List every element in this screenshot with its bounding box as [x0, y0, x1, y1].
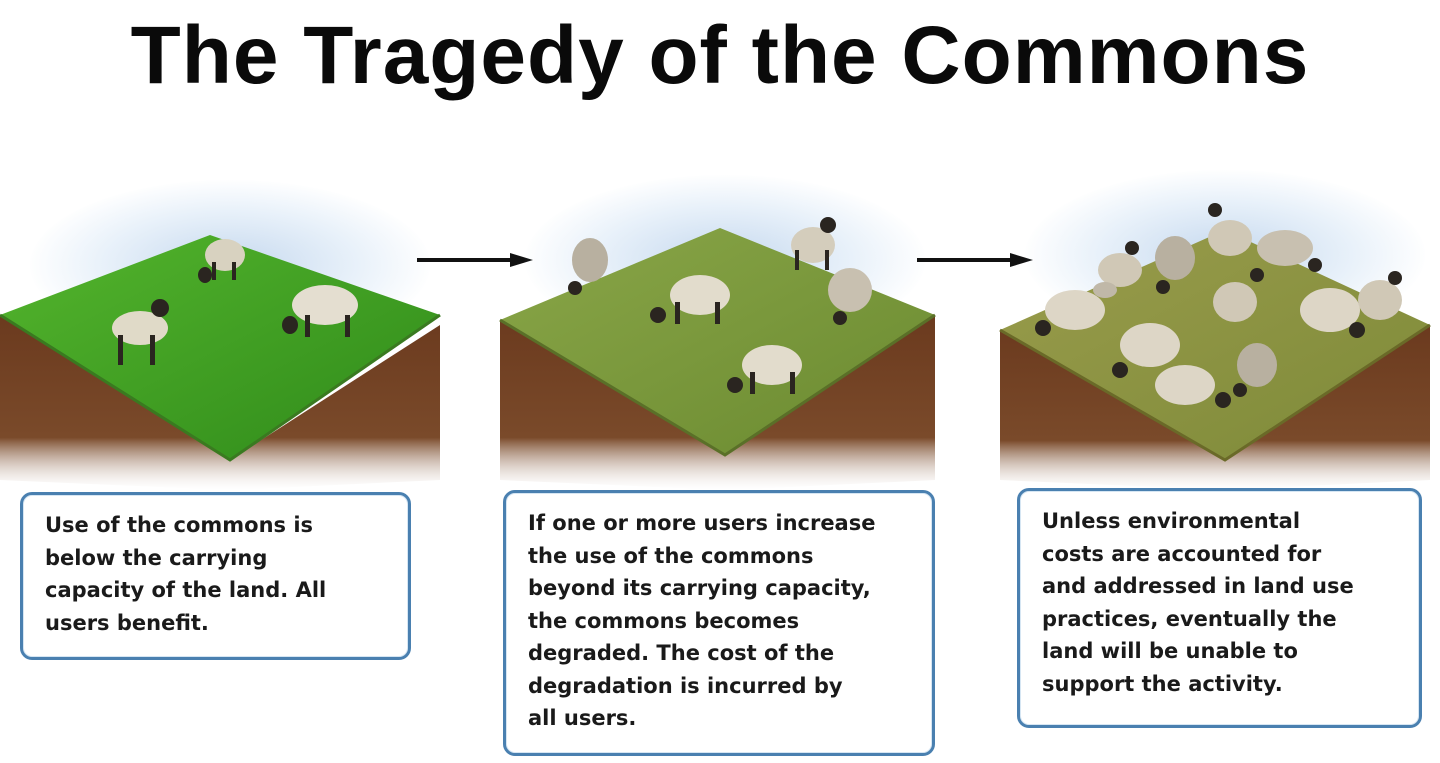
sheep-icon [282, 285, 358, 337]
caption-line: Use of the commons is [45, 513, 314, 537]
sheep-icon [112, 299, 169, 365]
caption-line: and addressed in land use [1042, 574, 1354, 598]
sheep-icon [1257, 230, 1322, 272]
sheep-icon [1098, 241, 1142, 287]
caption-line: the use of the commons [528, 543, 814, 568]
land-cube-healthy [0, 235, 441, 490]
caption-healthy: Use of the commons is below the carrying… [20, 492, 411, 660]
sheep-icon [650, 275, 730, 324]
land-cube-exhausted [999, 203, 1431, 490]
caption-line: If one or more users increase [528, 511, 876, 535]
caption-line: practices, eventually the [1042, 606, 1337, 631]
sheep-icon [1093, 282, 1117, 298]
sheep-icon [198, 239, 245, 283]
sheep-icon [1208, 203, 1252, 256]
caption-line: land will be unable to [1042, 639, 1298, 663]
sheep-icon [1155, 365, 1231, 408]
caption-exhausted: Unless environmental costs are accounted… [1017, 488, 1422, 728]
sheep-icon [568, 238, 608, 295]
sheep-icon [828, 268, 872, 325]
panel-exhausted [995, 170, 1440, 490]
right-arrow-icon [917, 253, 1033, 267]
caption-line: degradation is incurred by [528, 673, 843, 698]
caption-line: capacity of the land. All [45, 578, 327, 602]
panel-degraded [495, 175, 945, 490]
caption-line: costs are accounted for [1042, 541, 1322, 566]
right-arrow-icon [417, 253, 533, 267]
caption-line: users benefit. [45, 610, 209, 635]
panel-healthy [0, 180, 450, 490]
caption-line: support the activity. [1042, 671, 1283, 696]
sheep-icon [1112, 323, 1180, 378]
sheep-icon [1300, 288, 1365, 338]
sheep-icon [1035, 290, 1105, 336]
sheep-icon [727, 345, 802, 394]
caption-line: below the carrying [45, 545, 268, 570]
page-title: The Tragedy of the Commons [130, 10, 1310, 101]
sheep-icon [1155, 236, 1195, 294]
sheep-icon [1233, 343, 1277, 397]
sheep-icon [1213, 268, 1264, 322]
caption-line: the commons becomes [528, 608, 800, 633]
sheep-icon [1358, 271, 1402, 320]
caption-line: degraded. The cost of the [528, 641, 835, 665]
caption-line: all users. [528, 706, 637, 730]
sheep-icon [791, 217, 836, 270]
land-cube-degraded [499, 217, 936, 490]
caption-line: Unless environmental [1042, 509, 1301, 533]
caption-line: beyond its carrying capacity, [528, 576, 871, 600]
caption-degraded: If one or more users increase the use of… [503, 490, 935, 756]
